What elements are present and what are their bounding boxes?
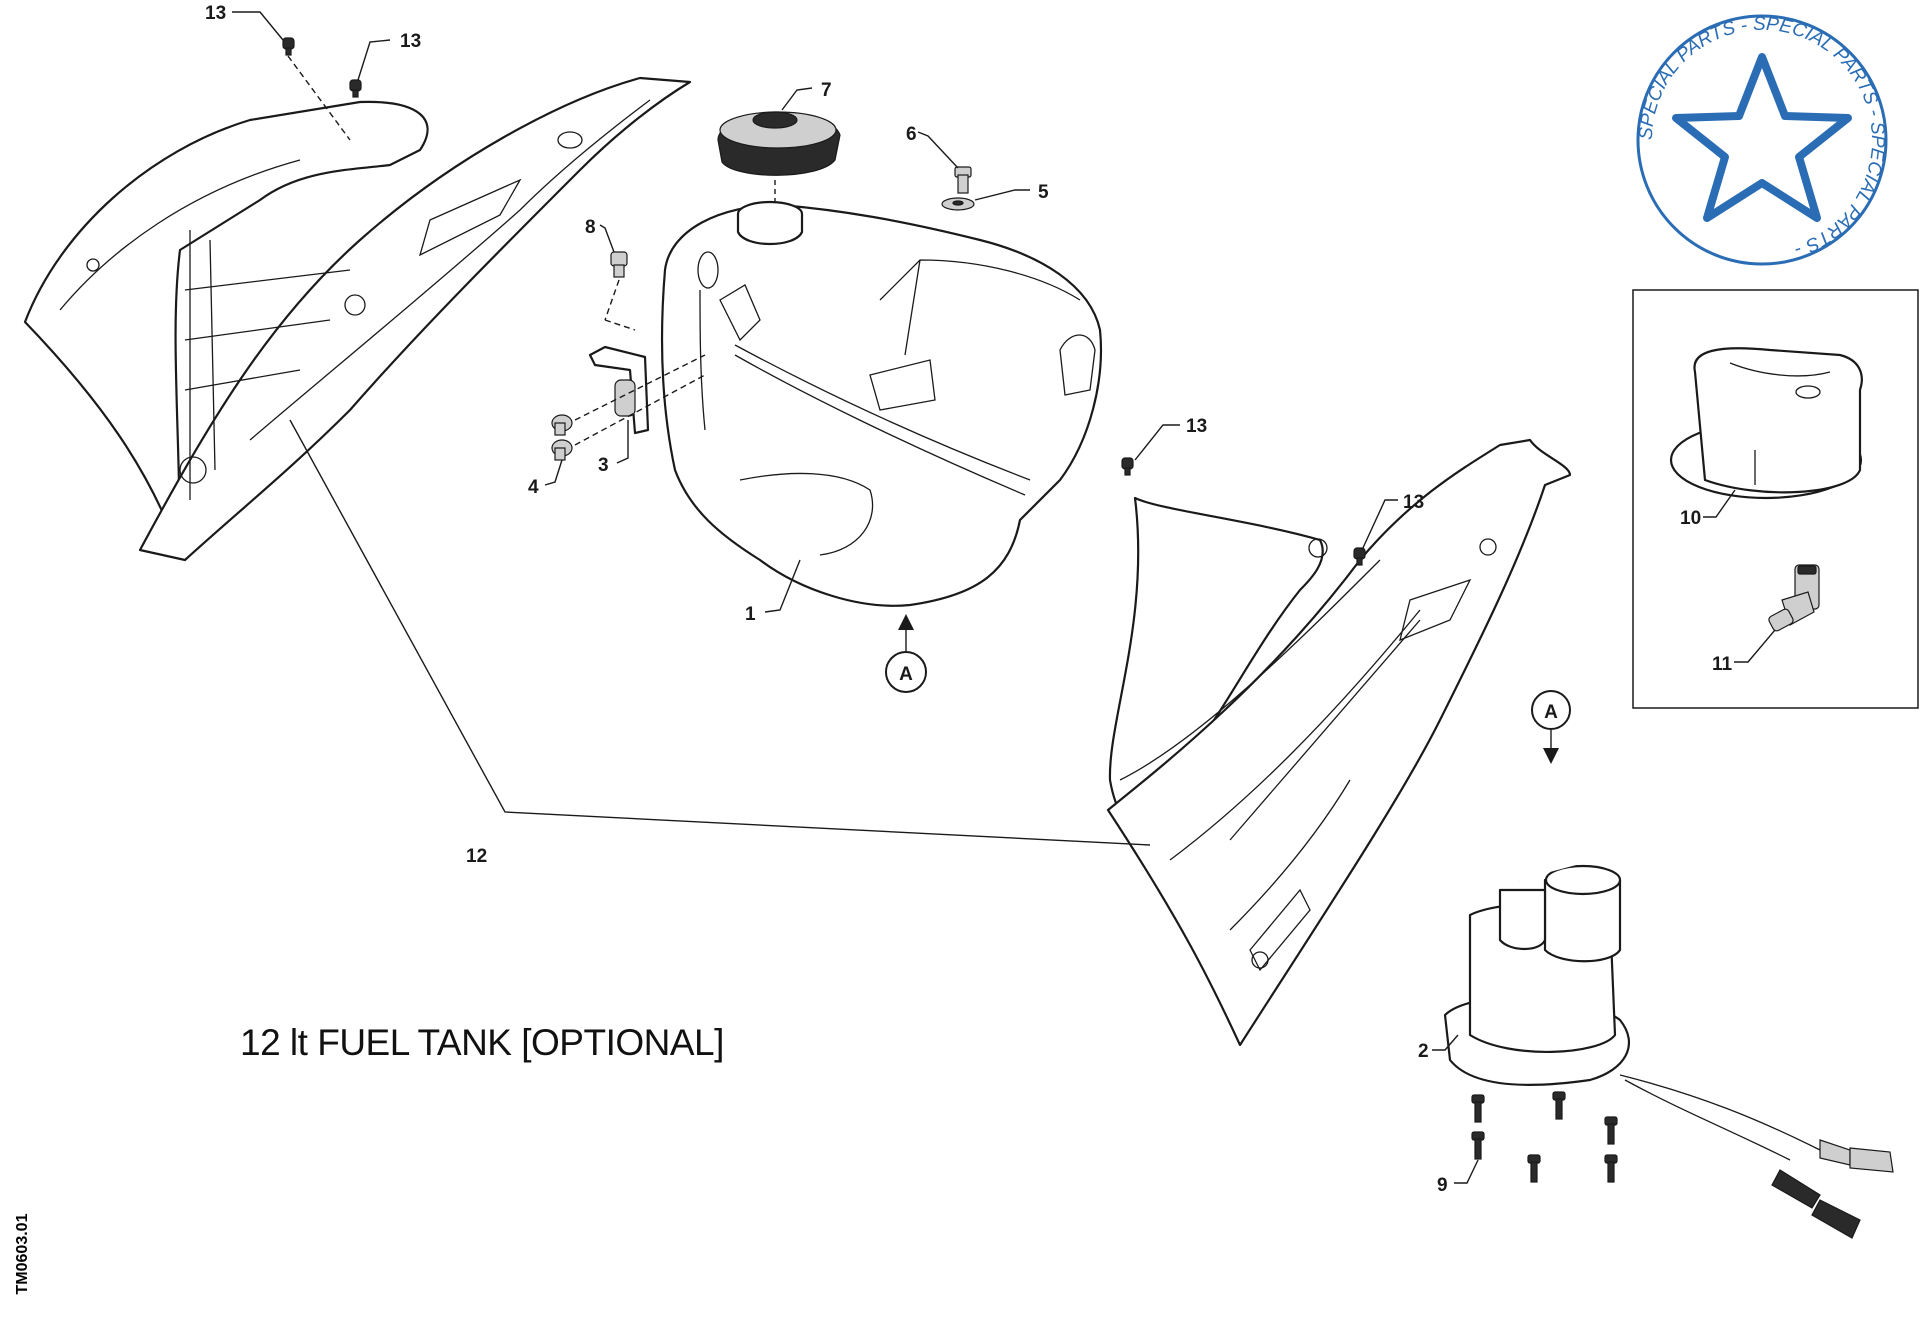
svg-text:SPECIAL PARTS - SPECIAL PARTS: SPECIAL PARTS - SPECIAL PARTS - SPECIAL … [1636, 14, 1888, 261]
drawing-code: TM0603.01 [14, 1213, 31, 1295]
view-arrow-a-pump: A [1531, 690, 1571, 764]
hose-fitting [1768, 564, 1820, 632]
callout-5: 5 [1038, 182, 1049, 203]
callout-13-a: 13 [205, 3, 226, 24]
washer-5 [941, 197, 975, 211]
callout-13-d: 13 [1403, 492, 1424, 513]
callout-11: 11 [1712, 654, 1733, 675]
screw-13-mid-a [1121, 457, 1134, 476]
screw-6 [954, 166, 972, 194]
callout-2: 2 [1418, 1041, 1429, 1062]
tank-bracket [588, 345, 650, 435]
view-label-a-pump: A [1544, 702, 1558, 723]
pump-screws [1471, 1091, 1618, 1183]
screw-13-top-a [282, 37, 295, 56]
callout-3: 3 [598, 455, 609, 476]
fuel-pump-cover [1669, 347, 1863, 500]
right-side-panel [1106, 438, 1572, 1047]
diagram-caption: 12 lt FUEL TANK [OPTIONAL] [240, 1022, 724, 1063]
callout-1: 1 [745, 604, 756, 625]
callout-6: 6 [906, 124, 917, 145]
special-parts-stamp: SPECIAL PARTS - SPECIAL PARTS - SPECIAL … [1636, 14, 1888, 266]
screw-13-top-b [349, 79, 362, 98]
fuel-cap [717, 111, 841, 176]
screw-4-b [551, 439, 573, 461]
callout-7: 7 [821, 80, 832, 101]
fuel-tank [660, 200, 1103, 607]
screw-4-a [551, 414, 573, 436]
screw-13-mid-b [1353, 547, 1366, 566]
left-side-panel [23, 76, 692, 562]
star-icon [1672, 53, 1852, 222]
callout-12: 12 [466, 846, 487, 867]
callout-13-c: 13 [1186, 416, 1207, 437]
fuel-pump-assembly [1443, 774, 1894, 1239]
callout-8: 8 [585, 217, 596, 238]
callout-9: 9 [1437, 1175, 1448, 1196]
view-arrow-a: A [885, 614, 927, 693]
callout-4: 4 [528, 477, 539, 498]
view-label-a: A [899, 664, 913, 685]
screw-8 [610, 251, 628, 278]
stamp-ring-text: SPECIAL PARTS - SPECIAL PARTS - SPECIAL … [1636, 14, 1888, 261]
callout-10: 10 [1680, 508, 1701, 529]
callout-13-b: 13 [400, 31, 421, 52]
